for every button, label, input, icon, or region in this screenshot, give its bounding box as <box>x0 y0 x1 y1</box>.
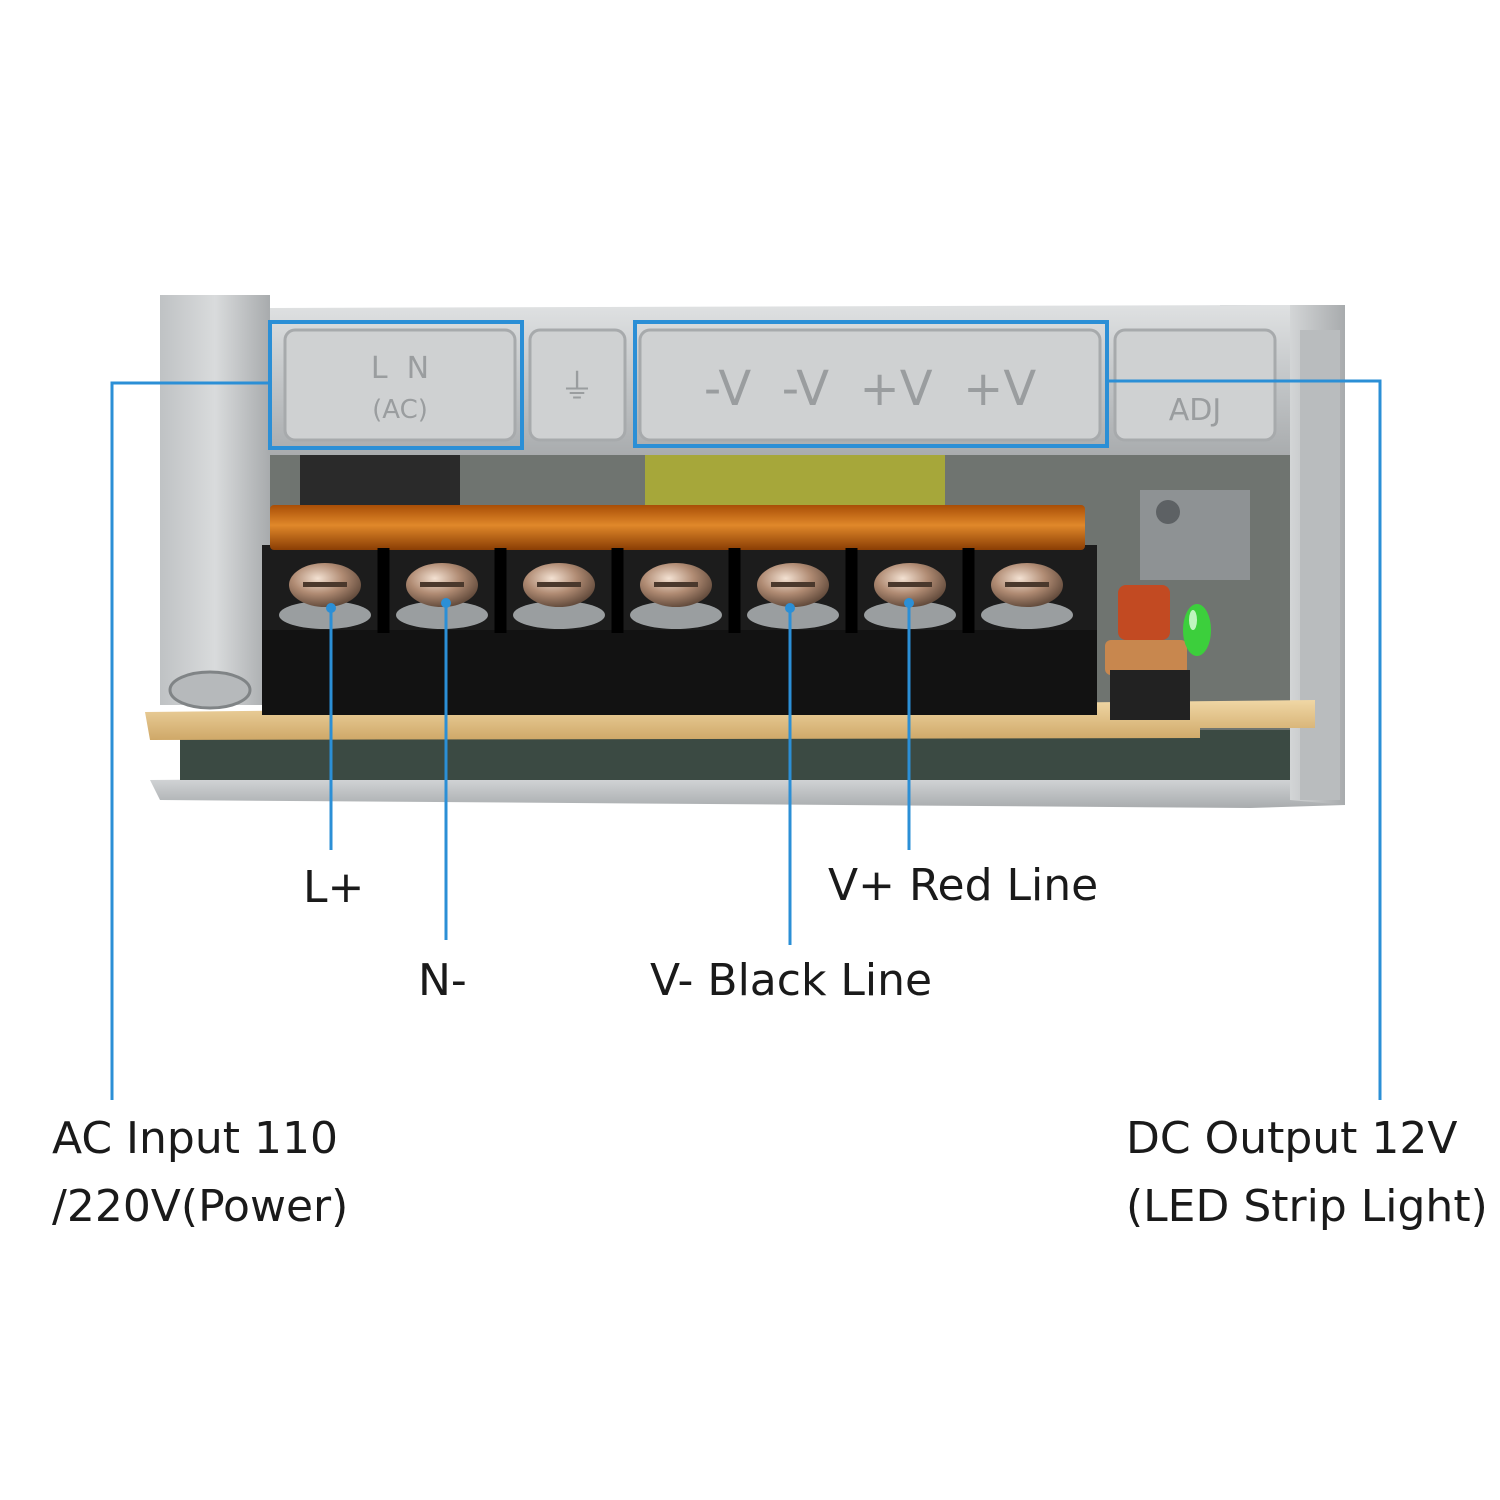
screw-slot <box>420 582 464 587</box>
dc-highlight-box <box>633 320 1109 448</box>
plate-dc-text: -V -V +V +V <box>704 361 1037 417</box>
screw-slot <box>888 582 932 587</box>
label-l-plus: L+ <box>303 862 365 913</box>
label-ac-input: AC Input 110 /220V(Power) <box>52 1105 348 1241</box>
terminal-divider <box>962 548 975 633</box>
orange-cover <box>270 505 1085 550</box>
dark-component <box>300 455 460 505</box>
terminal-washer <box>396 601 488 629</box>
screw-slot <box>771 582 815 587</box>
callout-dots <box>326 598 914 613</box>
potentiometer <box>1118 585 1170 640</box>
terminal-divider <box>494 548 507 633</box>
terminal-divider <box>845 548 858 633</box>
potentiometer-base <box>1105 640 1187 675</box>
plate-dc-emboss <box>638 328 1102 442</box>
right-wall-edge <box>1300 330 1340 800</box>
terminal-washer <box>747 601 839 629</box>
ac-input-line2: /220V(Power) <box>52 1181 349 1233</box>
label-v-plus: V+ Red Line <box>828 860 1099 911</box>
terminal-divider <box>611 548 624 633</box>
adj-bracket <box>1140 490 1250 580</box>
screw-slot <box>303 582 347 587</box>
label-n-minus: N- <box>418 955 467 1006</box>
plate-ac-sub-text: (AC) <box>372 395 428 425</box>
label-dc-output: DC Output 12V (LED Strip Light) <box>1126 1105 1488 1241</box>
plate-ground-text: ⏚ <box>560 367 594 407</box>
screw-slot <box>537 582 581 587</box>
dc-output-line2: (LED Strip Light) <box>1126 1181 1488 1233</box>
terminal-block-base <box>262 630 1097 715</box>
green-component <box>645 455 945 510</box>
terminal-divider <box>728 548 741 633</box>
plate-ac-text: L N <box>371 351 429 386</box>
led-highlight <box>1189 610 1197 630</box>
terminal-divider <box>377 548 390 633</box>
terminal-washer <box>513 601 605 629</box>
status-led-icon <box>1183 604 1211 656</box>
ac-highlight-box <box>268 320 524 450</box>
plate-adj-emboss <box>1113 328 1277 442</box>
adj-screw <box>1156 500 1180 524</box>
black-component <box>1110 670 1190 720</box>
terminal-washer <box>981 601 1073 629</box>
dc-callout-line <box>1107 379 1382 1100</box>
housing-left-post <box>160 295 270 705</box>
screw-slot <box>654 582 698 587</box>
ac-input-line1: AC Input 110 <box>52 1113 338 1164</box>
label-v-minus: V- Black Line <box>650 955 933 1006</box>
terminal-screws <box>279 548 1073 633</box>
plate-ac-emboss <box>283 328 517 442</box>
ac-callout-line <box>110 381 270 1100</box>
mount-screw <box>168 670 252 710</box>
dc-output-line1: DC Output 12V <box>1126 1113 1458 1164</box>
plate-ground-emboss <box>528 328 627 442</box>
terminal-washer <box>279 601 371 629</box>
terminal-washer <box>630 601 722 629</box>
callout-lines <box>110 379 1382 1100</box>
screw-slot <box>1005 582 1049 587</box>
plate-adj-text: ADJ <box>1169 393 1221 428</box>
